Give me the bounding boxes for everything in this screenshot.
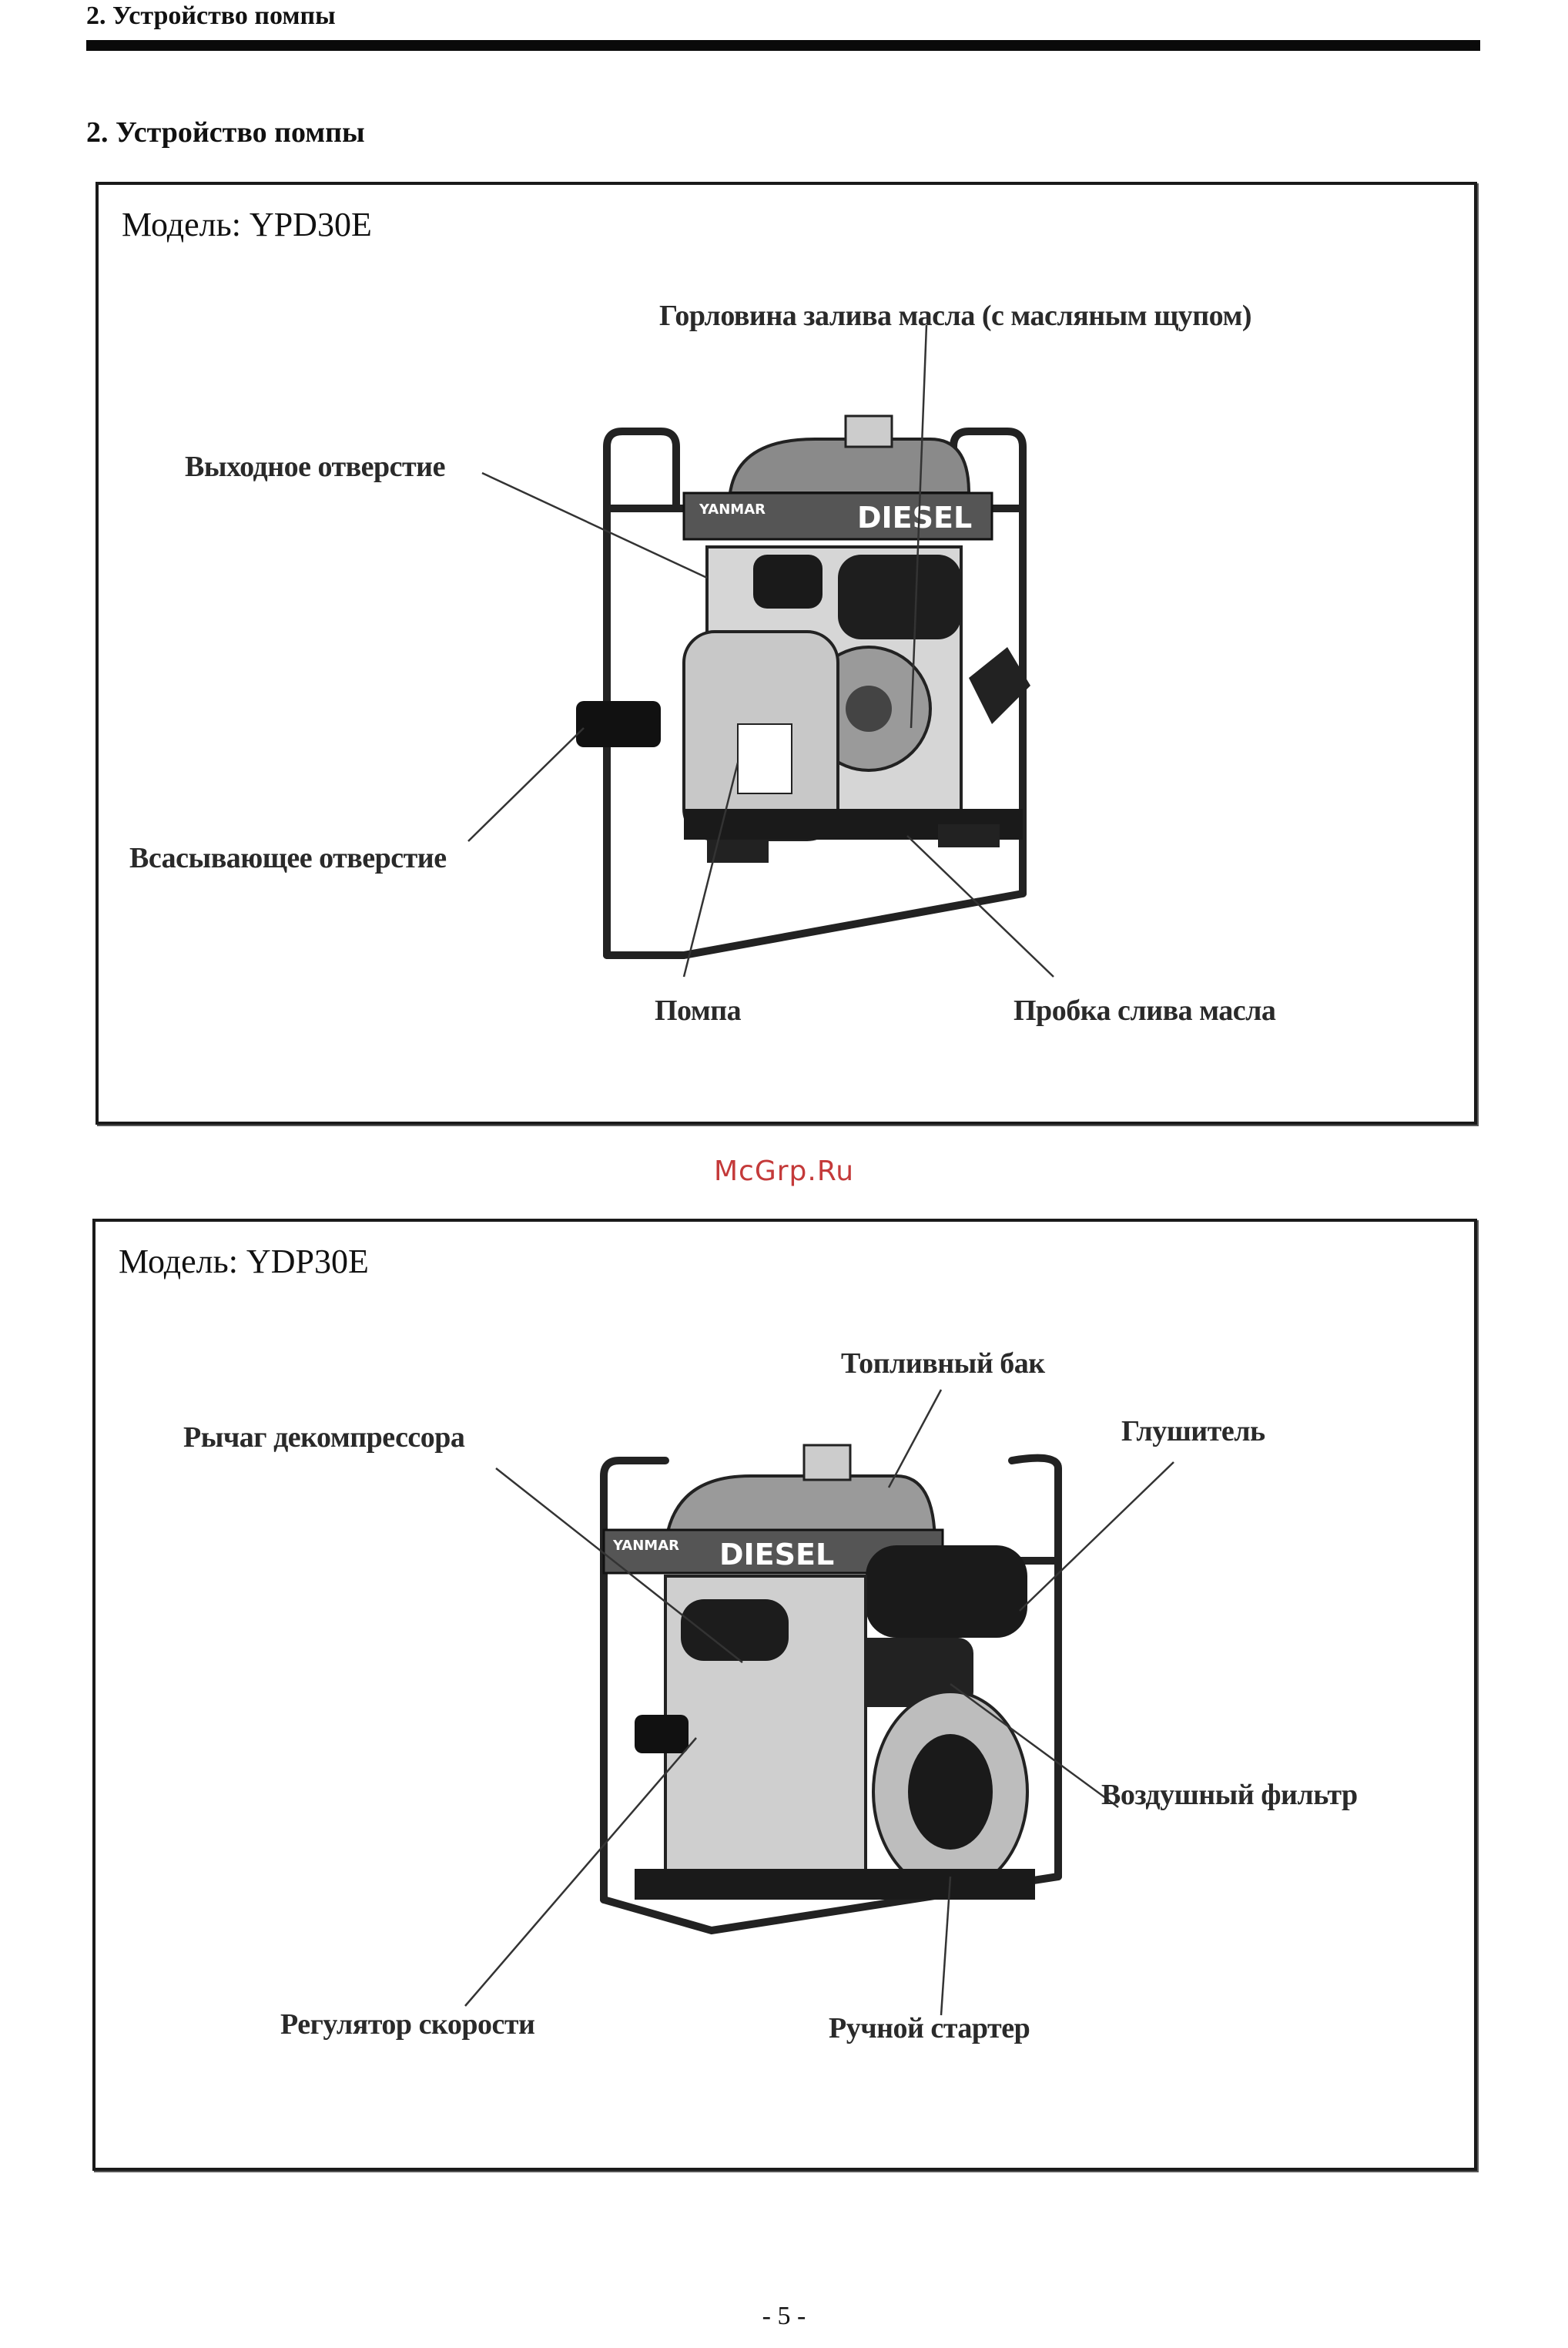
brand-text: YANMAR bbox=[699, 501, 766, 518]
label-recoil-starter: Ручной стартер bbox=[829, 2012, 1030, 2044]
engine-text: DIESEL bbox=[719, 1538, 834, 1571]
label-oil-drain: Пробка слива масла bbox=[1014, 995, 1276, 1027]
figure-panel-ydp30e: Модель: YDP30E YANMAR DIESEL bbox=[92, 1219, 1477, 2171]
model-title: Модель: YDP30E bbox=[119, 1243, 369, 1280]
pump-illustration-ypd30e: YANMAR DIESEL bbox=[467, 324, 1054, 978]
label-muffler: Глушитель bbox=[1121, 1415, 1265, 1447]
header-rule bbox=[86, 40, 1480, 51]
brand-text: YANMAR bbox=[612, 1538, 679, 1554]
figure-panel-ypd30e: Модель: YPD30E YANMAR DIESEL bbox=[95, 182, 1477, 1125]
page-number: - 5 - bbox=[762, 2302, 806, 2330]
label-air-filter: Воздушный фильтр bbox=[1101, 1779, 1358, 1811]
label-pump: Помпа bbox=[655, 995, 742, 1027]
running-header: 2. Устройство помпы bbox=[86, 2, 336, 30]
label-oil-filler: Горловина залива масла (с масляным щупом… bbox=[659, 300, 1251, 332]
label-suction: Всасывающее отверстие bbox=[129, 842, 447, 874]
pump-illustration-ydp30e: YANMAR DIESEL bbox=[464, 1389, 1174, 2016]
engine-text: DIESEL bbox=[857, 501, 972, 535]
model-title: Модель: YPD30E bbox=[122, 206, 372, 243]
label-outlet: Выходное отверстие bbox=[185, 451, 445, 483]
label-fuel-tank: Топливный бак bbox=[841, 1347, 1045, 1380]
watermark: McGrp.Ru bbox=[713, 1156, 855, 1187]
nameplate bbox=[682, 491, 993, 541]
label-decompressor: Рычаг декомпрессора bbox=[183, 1421, 465, 1454]
section-title: 2. Устройство помпы bbox=[86, 116, 365, 149]
label-speed-regulator: Регулятор скорости bbox=[280, 2008, 535, 2041]
